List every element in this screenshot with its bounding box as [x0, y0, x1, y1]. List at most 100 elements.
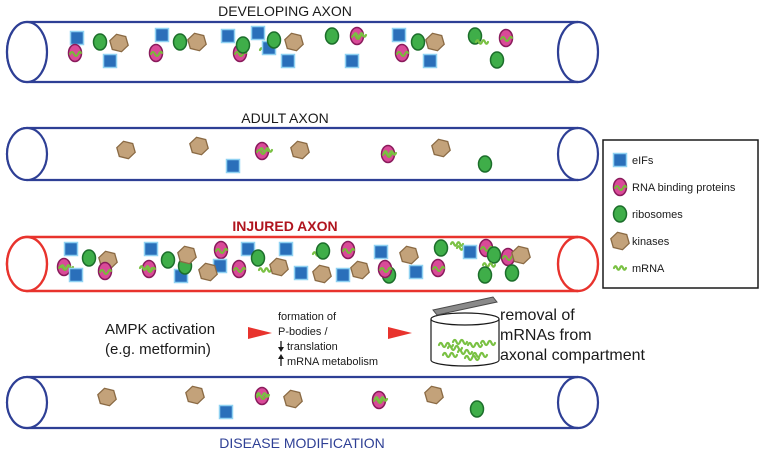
- rna-binding-protein-icon: [148, 43, 164, 63]
- bin-mrna-icon: [441, 351, 459, 359]
- kinase-icon: [424, 385, 444, 405]
- bin-mrna-icon: [451, 338, 469, 346]
- legend-mrna-icon: [612, 265, 628, 271]
- effect-line-4: mRNA metabolism: [287, 356, 378, 368]
- mrna-icon: [138, 265, 154, 271]
- eif-icon: [69, 30, 85, 46]
- eif-icon: [293, 265, 309, 281]
- eif-icon: [422, 53, 438, 69]
- legend-label-eifs: eIFs: [632, 155, 654, 167]
- ribosome-icon: [160, 251, 176, 269]
- ribosome-icon: [477, 155, 493, 173]
- molecule-layer: [56, 25, 531, 420]
- eif-icon: [63, 241, 79, 257]
- ribosome-icon: [477, 266, 493, 284]
- ribosome-icon: [81, 249, 97, 267]
- legend-label-mrna: mRNA: [632, 263, 665, 275]
- eif-icon: [68, 267, 84, 283]
- kinase-icon: [284, 32, 304, 52]
- trigger-line-1: AMPK activation: [105, 321, 215, 338]
- rna-binding-protein-icon: [498, 28, 514, 48]
- kinase-icon: [290, 140, 310, 160]
- effect-line-3: translation: [287, 341, 338, 353]
- kinase-icon: [116, 140, 136, 160]
- rna-binding-protein-icon: [430, 258, 446, 278]
- kinase-icon: [187, 32, 207, 52]
- ribosome-icon: [315, 242, 331, 260]
- mrna-icon: [373, 396, 389, 402]
- kinase-icon: [312, 264, 332, 284]
- up-arrow-icon: [278, 354, 284, 366]
- eif-icon: [240, 241, 256, 257]
- rna-binding-protein-icon: [67, 43, 83, 63]
- eif-icon: [391, 27, 407, 43]
- eif-icon: [408, 264, 424, 280]
- eif-icon: [344, 53, 360, 69]
- mrna-icon: [258, 147, 274, 153]
- mrna-icon: [257, 267, 273, 273]
- eif-icon: [280, 53, 296, 69]
- kinase-icon: [283, 389, 303, 409]
- ribosome-icon: [469, 400, 485, 418]
- legend-label-rbp: RNA binding proteins: [632, 182, 736, 194]
- mrna-icon: [474, 39, 490, 45]
- arrow-2: [388, 327, 412, 339]
- down-arrow-icon: [278, 341, 284, 352]
- ribosome-icon: [324, 27, 340, 45]
- eif-icon: [143, 241, 159, 257]
- disease-modification-title: DISEASE MODIFICATION: [219, 435, 384, 451]
- mrna-icon: [449, 241, 465, 247]
- legend-kinase-icon: [610, 231, 630, 251]
- eif-icon: [335, 267, 351, 283]
- kinase-icon: [198, 262, 218, 282]
- bin-mrna-icon: [446, 344, 464, 352]
- ribosome-icon: [235, 36, 251, 54]
- rna-binding-protein-icon: [394, 43, 410, 63]
- kinase-icon: [269, 257, 289, 277]
- disease-axon: [5, 375, 600, 430]
- outcome-line-3: axonal compartment: [500, 347, 646, 364]
- mrna-icon: [352, 32, 368, 38]
- eif-icon: [154, 27, 170, 43]
- ribosome-icon: [250, 249, 266, 267]
- ribosome-icon: [433, 239, 449, 257]
- mrna-icon: [382, 150, 398, 156]
- rna-binding-protein-icon: [97, 261, 113, 281]
- kinase-icon: [189, 136, 209, 156]
- eif-icon: [250, 25, 266, 41]
- rna-binding-protein-icon: [340, 240, 356, 260]
- eif-icon: [278, 241, 294, 257]
- injured-axon-title: INJURED AXON: [232, 218, 337, 234]
- legend-label-ribosomes: ribosomes: [632, 209, 683, 221]
- eif-icon: [102, 53, 118, 69]
- trash-bin-icon: [430, 296, 500, 367]
- effect-line-2: P-bodies /: [278, 326, 328, 338]
- legend: eIFs RNA binding proteins ribosomes kina…: [602, 139, 759, 289]
- ribosome-icon: [92, 33, 108, 51]
- kinase-icon: [97, 387, 117, 407]
- ribosome-icon: [486, 246, 502, 264]
- eif-icon: [373, 244, 389, 260]
- ribosome-icon: [172, 33, 188, 51]
- mrna-icon: [481, 262, 497, 268]
- eif-icon: [462, 244, 478, 260]
- legend-box: [602, 139, 759, 289]
- ribosome-icon: [266, 31, 282, 49]
- mrna-icon: [255, 392, 271, 398]
- kinase-icon: [511, 245, 531, 265]
- eif-icon: [220, 28, 236, 44]
- eif-icon: [218, 404, 234, 420]
- developing-axon-title: DEVELOPING AXON: [218, 3, 352, 19]
- legend-rbp-icon: [612, 177, 628, 197]
- eif-icon: [225, 158, 241, 174]
- outcome-line-1: removal of: [500, 307, 575, 324]
- legend-label-kinases: kinases: [632, 236, 670, 248]
- pathway: AMPK activation (e.g. metformin) formati…: [105, 296, 646, 368]
- bin-mrna-icon: [466, 341, 484, 349]
- kinase-icon: [350, 260, 370, 280]
- bin-mrna-icon: [471, 351, 489, 359]
- kinase-icon: [425, 32, 445, 52]
- rna-binding-protein-icon: [377, 259, 393, 279]
- ribosome-icon: [410, 33, 426, 51]
